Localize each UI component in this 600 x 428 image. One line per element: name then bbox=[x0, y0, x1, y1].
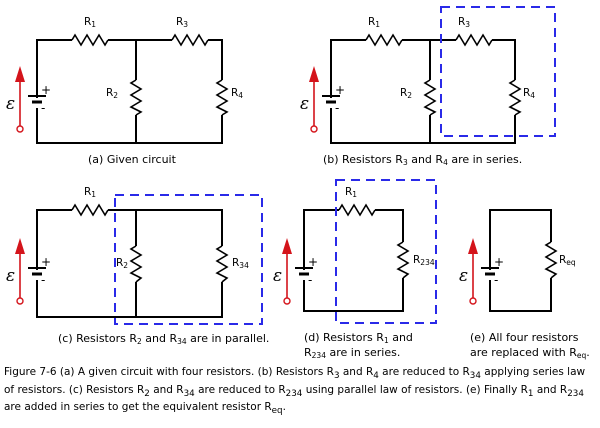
caption-a: (a) Given circuit bbox=[88, 153, 177, 166]
grouping-box-r3-r4 bbox=[440, 6, 556, 137]
emf-symbol: ε bbox=[6, 94, 15, 114]
resistor-r234-zigzag bbox=[396, 241, 410, 279]
caption-e-line2: are replaced with Req. bbox=[470, 346, 590, 360]
grouping-box-r2-r34 bbox=[114, 194, 263, 325]
panel-d-series: ε + - R1 R234 (d) Resistors R1 and R234 … bbox=[273, 179, 437, 360]
resistor-r3-zigzag bbox=[455, 33, 493, 47]
resistor-r1-zigzag bbox=[365, 33, 403, 47]
label-r2: R2 bbox=[116, 257, 128, 270]
plus-sign: + bbox=[308, 255, 318, 269]
label-r2: R2 bbox=[106, 87, 118, 100]
label-r4: R4 bbox=[523, 87, 535, 100]
minus-sign: - bbox=[308, 273, 312, 287]
label-r4: R4 bbox=[231, 87, 243, 100]
caption-d-line2: R234 are in series. bbox=[304, 346, 400, 360]
resistor-r2-zigzag bbox=[129, 245, 143, 283]
resistor-req-zigzag bbox=[544, 241, 558, 279]
label-req: Req bbox=[559, 254, 576, 267]
panel-a-given-circuit: ε + - R1 R3 R2 R4 (a) Given circuit bbox=[6, 16, 243, 166]
minus-sign: - bbox=[41, 273, 45, 287]
plus-sign: + bbox=[335, 83, 345, 97]
resistor-r2-zigzag bbox=[129, 79, 143, 116]
minus-sign: - bbox=[335, 101, 339, 115]
label-r1: R1 bbox=[84, 186, 96, 199]
label-r3: R3 bbox=[458, 16, 470, 29]
panel-b-series: ε + - R1 R3 R2 R4 (b) Resistors R3 and R… bbox=[300, 6, 556, 167]
minus-sign: - bbox=[494, 273, 498, 287]
emf-symbol: ε bbox=[300, 94, 309, 114]
plus-sign: + bbox=[41, 255, 51, 269]
caption-d-line1: (d) Resistors R1 and bbox=[304, 331, 413, 345]
label-r1: R1 bbox=[84, 16, 96, 29]
minus-sign: - bbox=[41, 101, 45, 115]
panel-e-equivalent: ε + - Req (e) All four resistors are rep… bbox=[459, 209, 590, 360]
resistor-r4-zigzag bbox=[508, 79, 522, 116]
label-r34: R34 bbox=[232, 257, 249, 270]
grouping-box-r1-r234 bbox=[335, 179, 437, 324]
resistor-r1-zigzag bbox=[338, 203, 376, 217]
caption-c: (c) Resistors R2 and R34 are in parallel… bbox=[58, 332, 269, 346]
caption-e-line1: (e) All four resistors bbox=[470, 331, 579, 344]
resistor-r3-zigzag bbox=[171, 33, 209, 47]
figure-caption: Figure 7-6 (a) A given circuit with four… bbox=[4, 366, 586, 417]
label-r3: R3 bbox=[176, 16, 188, 29]
resistor-r4-zigzag bbox=[215, 79, 229, 116]
label-r1: R1 bbox=[368, 16, 380, 29]
plus-sign: + bbox=[41, 83, 51, 97]
label-r1: R1 bbox=[345, 186, 357, 199]
panel-c-parallel: ε + - R1 R2 R34 (c) Resistors R2 and R34… bbox=[6, 186, 269, 346]
label-r234: R234 bbox=[413, 254, 435, 267]
resistor-r1-zigzag bbox=[71, 33, 109, 47]
resistor-r34-zigzag bbox=[215, 245, 229, 283]
caption-b: (b) Resistors R3 and R4 are in series. bbox=[323, 153, 522, 167]
resistor-r1-zigzag bbox=[71, 203, 109, 217]
plus-sign: + bbox=[494, 255, 504, 269]
emf-symbol: ε bbox=[459, 266, 468, 286]
emf-symbol: ε bbox=[6, 266, 15, 286]
emf-symbol: ε bbox=[273, 266, 282, 286]
label-r2: R2 bbox=[400, 87, 412, 100]
resistor-r2-zigzag bbox=[423, 79, 437, 116]
